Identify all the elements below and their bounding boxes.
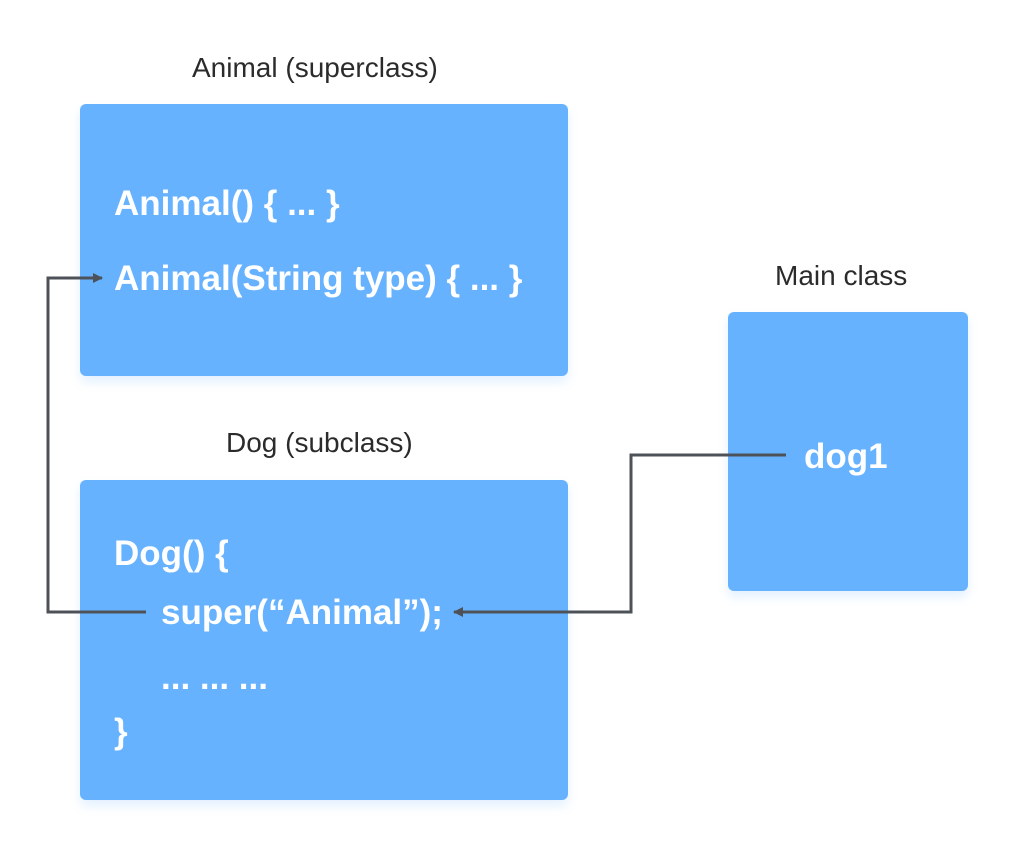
animal-superclass-box: Animal() { ... } Animal(String type) { .… <box>80 104 568 376</box>
super-to-animal-arrow <box>46 273 146 614</box>
dog-subclass-box: Dog() { super(“Animal”); ... ... ... } <box>80 480 568 800</box>
dog-caption: Dog (subclass) <box>226 427 413 458</box>
animal-default-constructor: Animal() { ... } <box>114 184 340 223</box>
animal-string-constructor: Animal(String type) { ... } <box>114 259 523 298</box>
animal-caption: Animal (superclass) <box>192 52 438 83</box>
dog1-to-super-arrow <box>453 453 786 617</box>
dog-constructor-open: Dog() { <box>114 534 229 573</box>
ellipsis-line: ... ... ... <box>161 658 268 697</box>
super-call: super(“Animal”); <box>161 593 443 632</box>
main-caption: Main class <box>775 260 908 291</box>
dog1-object-label: dog1 <box>804 437 888 476</box>
main-class-box: dog1 <box>728 312 968 591</box>
dog-constructor-close: } <box>114 712 128 751</box>
